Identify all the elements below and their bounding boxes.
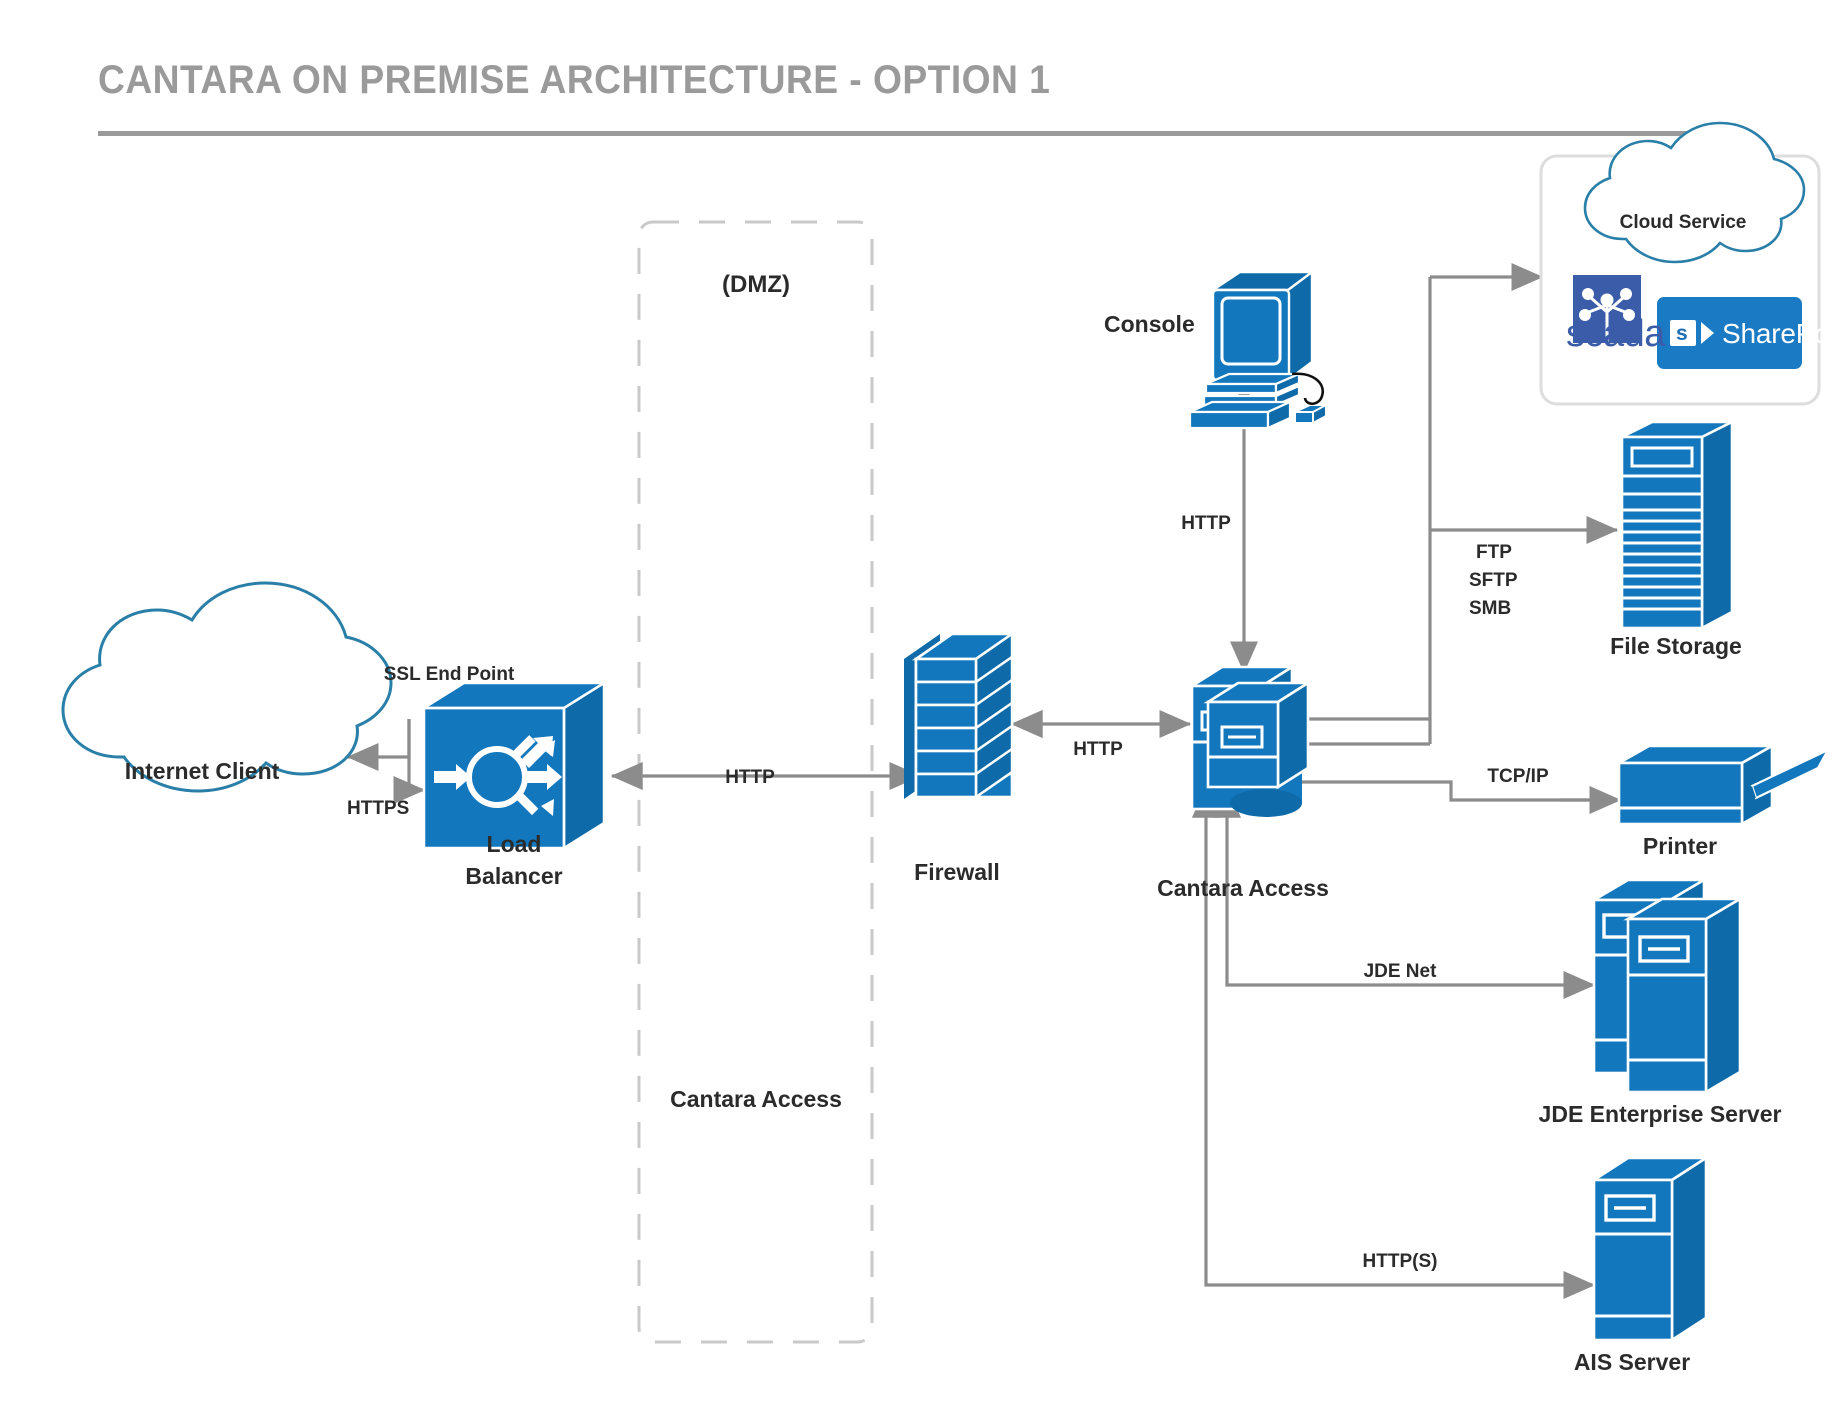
dmz-zone-box xyxy=(637,220,874,1344)
ftp-label: FTP xyxy=(1476,542,1512,563)
jde-enterprise-server-label: JDE Enterprise Server xyxy=(1538,1101,1782,1127)
server-pair-icon-jde xyxy=(1589,877,1745,1095)
smb-label: SMB xyxy=(1469,598,1512,619)
server-icon-ais xyxy=(1589,1155,1711,1343)
cloud-service-panel xyxy=(1539,121,1821,406)
connector-https-ais xyxy=(1191,785,1596,1300)
load-balancer-icon xyxy=(419,680,609,851)
connector-https-client-to-lb xyxy=(393,719,426,805)
internet-client-label: Internet Client xyxy=(124,758,280,784)
desktop-computer-icon xyxy=(1188,269,1330,430)
title-divider xyxy=(98,131,1698,136)
page-title: CANTARA ON PREMISE ARCHITECTURE - OPTION… xyxy=(98,58,1051,102)
server-database-icon-cantara-access xyxy=(1187,664,1313,817)
printer-label: Printer xyxy=(1642,833,1718,859)
jde-net-label: JDE Net xyxy=(1363,961,1437,982)
sharepoint-label: SharePoint xyxy=(1722,318,1839,349)
firewall-brick-icon xyxy=(904,631,1017,800)
load-balancer-label-line1: Load xyxy=(486,831,542,857)
https-label: HTTPS xyxy=(347,798,410,819)
cloud-icon-internet-client xyxy=(61,581,393,793)
cantara-access-label: Cantara Access xyxy=(1157,875,1329,901)
ais-server-label: AIS Server xyxy=(1573,1349,1691,1375)
load-balancer-label-line2: Balancer xyxy=(465,863,563,889)
cloud-service-label: Cloud Service xyxy=(1619,212,1747,233)
storage-tower-icon xyxy=(1620,419,1734,631)
file-storage-label: File Storage xyxy=(1610,633,1742,659)
dmz-label: (DMZ) xyxy=(722,271,790,298)
sharepoint-badge-letter: s xyxy=(1676,322,1688,345)
https-ais-label: HTTP(S) xyxy=(1362,1251,1438,1272)
tcpip-label: TCP/IP xyxy=(1487,766,1549,787)
page-title-block: CANTARA ON PREMISE ARCHITECTURE - OPTION… xyxy=(98,58,1698,103)
http-console-label: HTTP xyxy=(1181,513,1231,534)
sftp-label: SFTP xyxy=(1469,570,1518,591)
dmz-inner-label: Cantara Access xyxy=(670,1086,842,1112)
http-lb-firewall-label: HTTP xyxy=(725,767,775,788)
firewall-label: Firewall xyxy=(914,859,1000,885)
ssl-end-point-label: SSL End Point xyxy=(383,664,515,685)
printer-icon xyxy=(1614,743,1831,827)
scada-label: scada xyxy=(1566,313,1665,355)
console-label: Console xyxy=(1104,311,1195,337)
http-firewall-cantara-label: HTTP xyxy=(1073,739,1123,760)
